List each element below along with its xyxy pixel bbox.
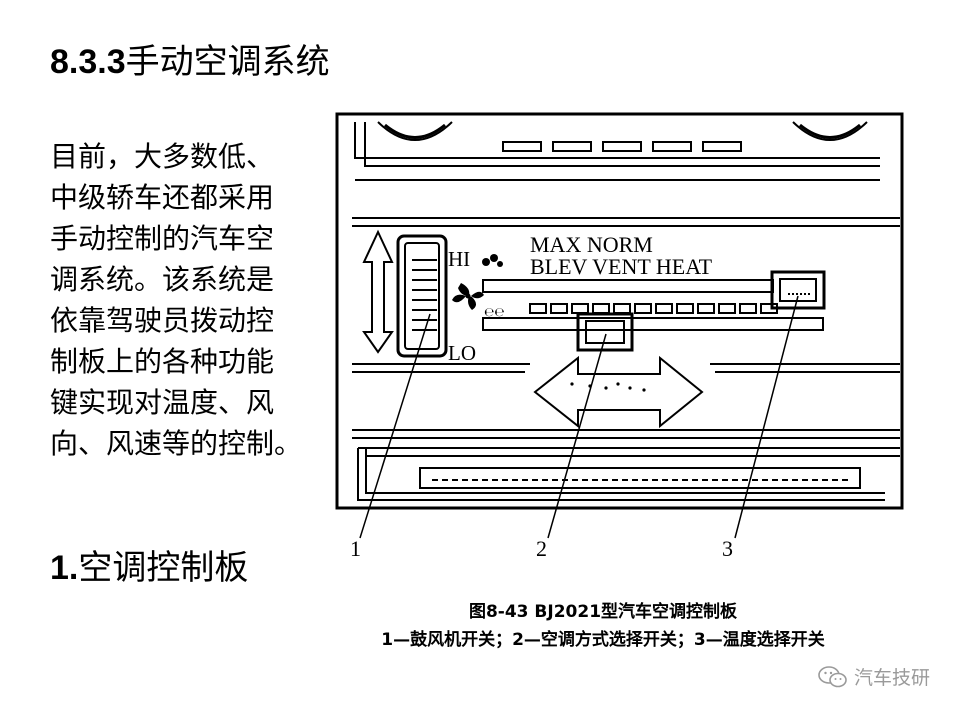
- wechat-icon: [818, 665, 847, 687]
- mode-slider-track: [482, 317, 824, 331]
- right-vent-arc: [799, 123, 861, 139]
- watermark: 汽车技研: [818, 663, 930, 690]
- intro-line: 目前，大多数低、: [50, 140, 275, 173]
- intro-line: 调系统。该系统是: [50, 263, 275, 296]
- vertical-double-arrow: [362, 229, 394, 354]
- panel-frame: [335, 112, 904, 510]
- horizontal-double-arrow: [533, 355, 704, 429]
- intro-paragraph: 目前，大多数低、 中级轿车还都采用 手动控制的汽车空 调系统。该系统是 依靠驾驶…: [50, 136, 320, 464]
- bottom-slot: [419, 467, 861, 489]
- intro-line: 依靠驾驶员拨动控: [50, 304, 275, 337]
- subsection-number: 1.: [50, 549, 79, 587]
- recirc-icon: [482, 258, 490, 266]
- subsection-title: 1.空调控制板: [50, 540, 248, 589]
- section-number: 8.3.3: [50, 43, 126, 81]
- fan-lo-label: LO: [448, 341, 476, 365]
- blower-switch-track: [396, 234, 448, 358]
- top-slot: [502, 141, 542, 152]
- intro-line: 制板上的各种功能: [50, 345, 275, 378]
- figure-caption: 图8-43 BJ2021型汽车空调控制板 1—鼓风机开关；2—空调方式选择开关；…: [290, 598, 916, 654]
- temp-slider-track: [482, 279, 774, 293]
- callout-2: 2: [536, 536, 547, 561]
- intro-line: 中级轿车还都采用: [50, 181, 275, 214]
- intro-line: 键实现对温度、风: [50, 386, 275, 419]
- intro-line: 手动控制的汽车空: [50, 222, 275, 255]
- mode-labels-bottom: BLEV VENT HEAT: [530, 254, 713, 279]
- watermark-text: 汽车技研: [853, 667, 930, 689]
- subsection-heading-text: 空调控制板: [78, 548, 249, 588]
- temp-selector-knob: [770, 270, 826, 310]
- section-title: 8.3.3手动空调系统: [50, 34, 330, 83]
- callout-leader-3: [734, 295, 799, 539]
- callout-3: 3: [722, 536, 733, 561]
- caption-legend: 1—鼓风机开关；2—空调方式选择开关；3—温度选择开关: [381, 630, 825, 650]
- left-vent-arc: [384, 123, 446, 139]
- callout-1: 1: [350, 536, 361, 561]
- section-heading-text: 手动空调系统: [125, 42, 330, 82]
- vent-icon: ℮℮: [484, 305, 505, 319]
- callout-leader-2: [547, 333, 607, 539]
- fan-icon: [458, 283, 470, 296]
- caption-title: 图8-43 BJ2021型汽车空调控制板: [468, 602, 738, 622]
- mode-selector-knob: [576, 312, 634, 352]
- mode-labels-top: MAX NORM: [530, 232, 653, 257]
- intro-line: 向、风速等的控制。: [50, 427, 303, 460]
- callout-leader-1: [359, 313, 431, 539]
- fan-hi-label: HI: [448, 247, 470, 271]
